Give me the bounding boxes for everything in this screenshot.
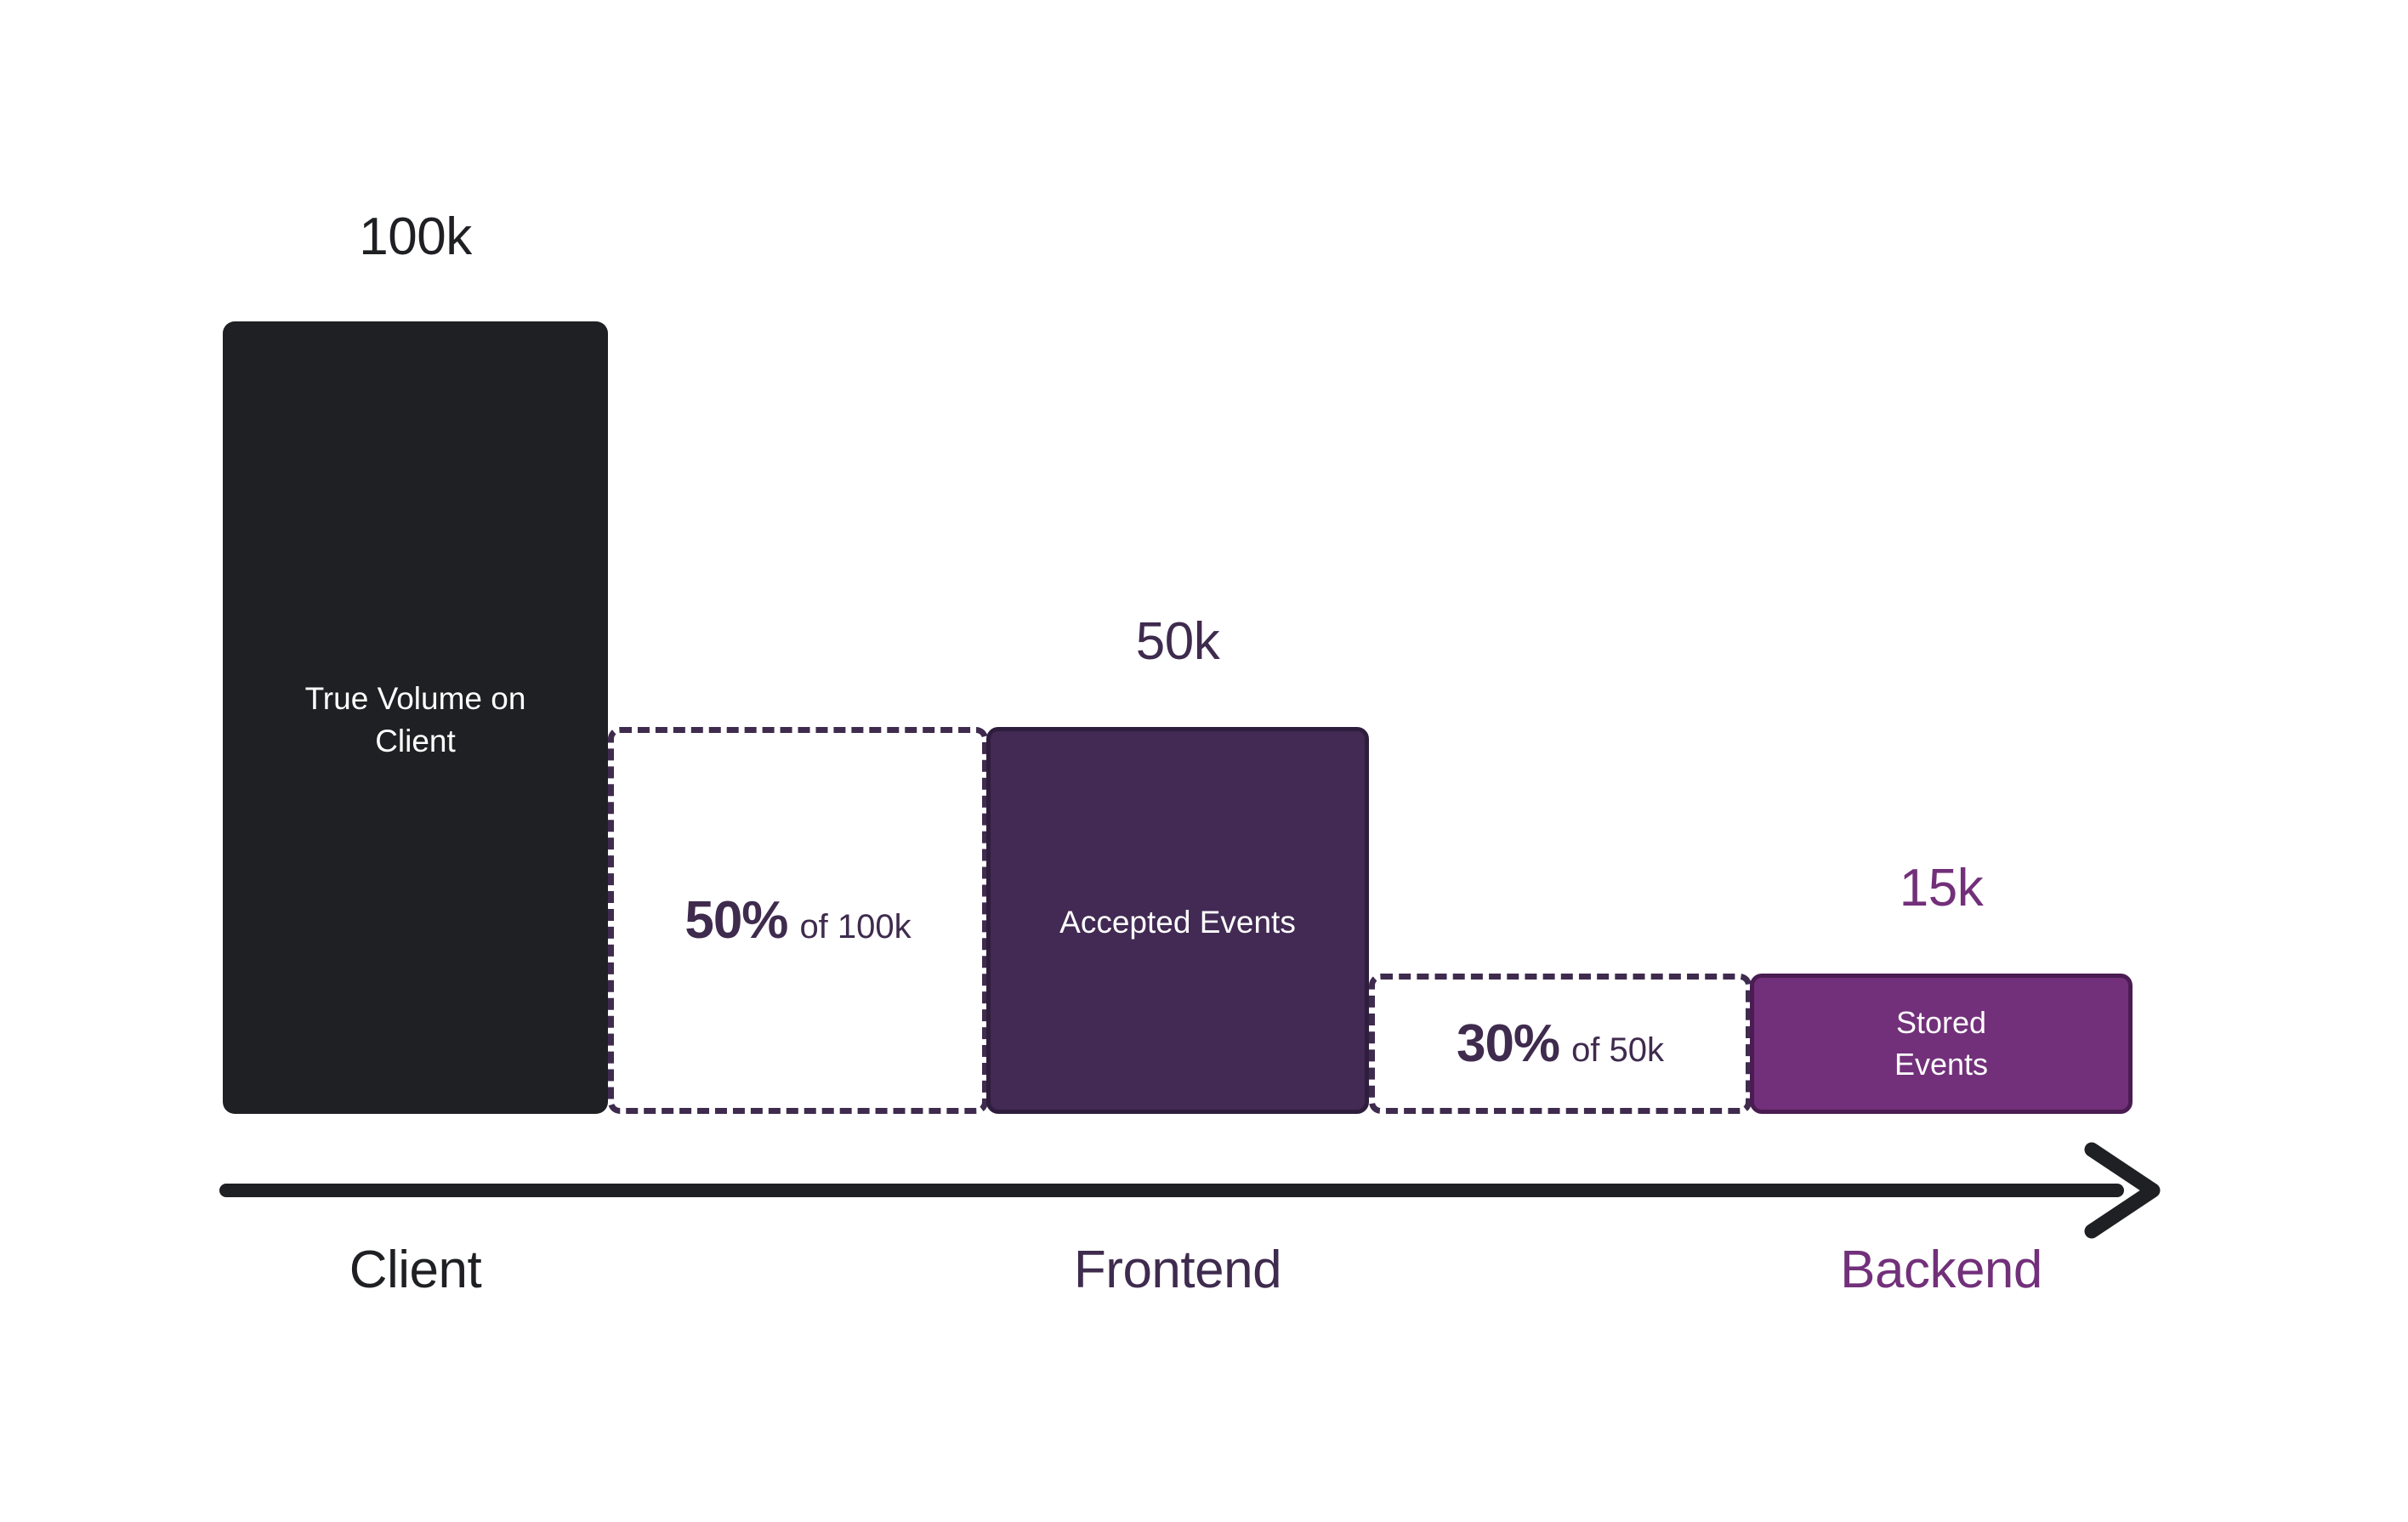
bar-client: True Volume on Client bbox=[223, 321, 608, 1114]
dropoff-2-text: 30% of 50k bbox=[1456, 1014, 1665, 1073]
dropoff-box-frontend-to-backend: 30% of 50k bbox=[1369, 974, 1752, 1114]
value-label-client: 100k bbox=[359, 207, 472, 266]
stage-label-client: Client bbox=[349, 1241, 482, 1299]
dropoff-2-percent: 30% bbox=[1456, 1014, 1560, 1073]
dropoff-1-percent: 50% bbox=[684, 890, 788, 950]
dropoff-1-of-text: of 100k bbox=[799, 907, 912, 946]
axis-line bbox=[219, 1184, 2124, 1197]
bar-frontend-label: Accepted Events bbox=[1059, 905, 1296, 940]
stage-label-frontend: Frontend bbox=[1073, 1241, 1282, 1299]
dropoff-box-client-to-frontend: 50% of 100k bbox=[608, 727, 988, 1114]
dropoff-1-text: 50% of 100k bbox=[684, 894, 911, 947]
value-label-frontend: 50k bbox=[1135, 612, 1220, 671]
bar-frontend: Accepted Events bbox=[986, 727, 1369, 1114]
dropoff-2-of-text: of 50k bbox=[1571, 1031, 1665, 1069]
value-label-backend: 15k bbox=[1899, 859, 1984, 917]
bar-client-label: True Volume on Client bbox=[304, 681, 526, 758]
stage-label-backend: Backend bbox=[1840, 1241, 2042, 1299]
bar-backend: Stored Events bbox=[1750, 974, 2133, 1114]
bar-backend-label: Stored Events bbox=[1894, 1004, 1989, 1082]
